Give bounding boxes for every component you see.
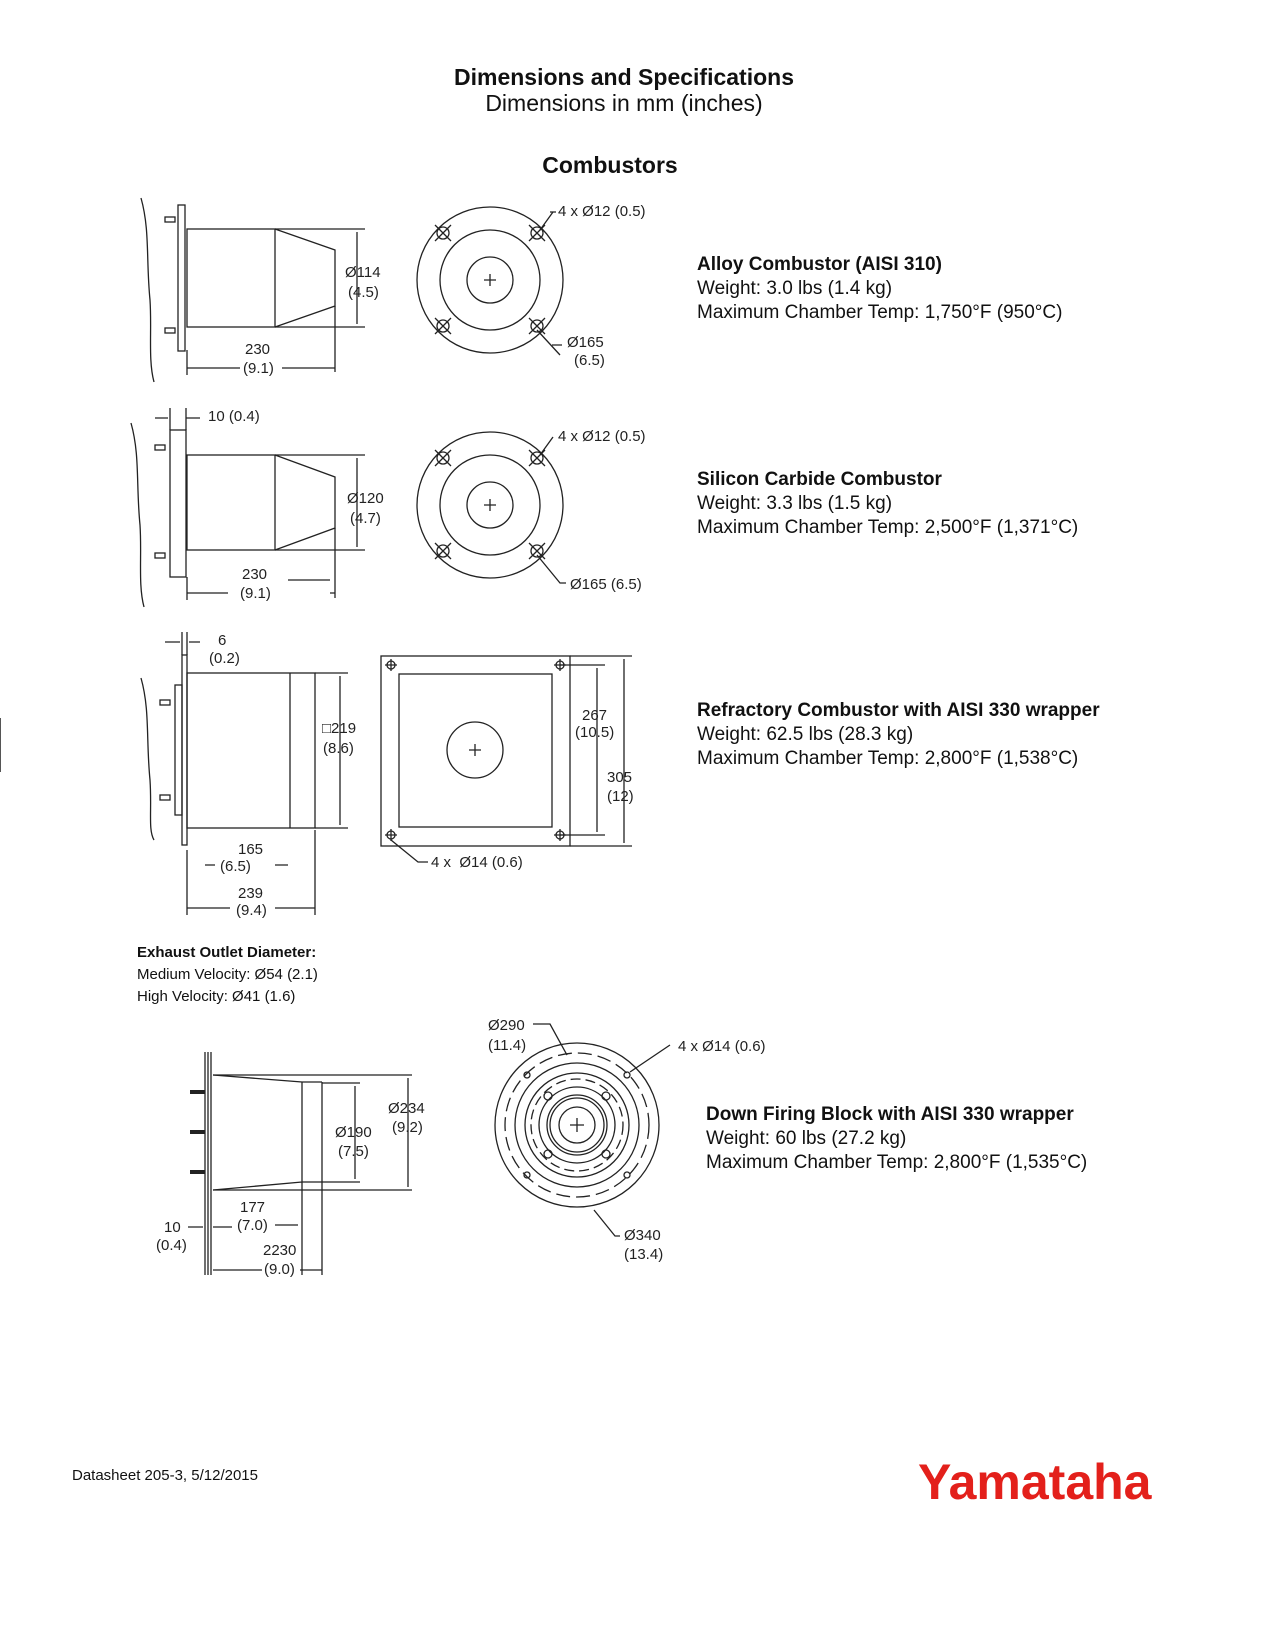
product-temp: Maximum Chamber Temp: 2,800°F (1,538°C) (697, 748, 1079, 769)
refractory-side-view (140, 632, 348, 915)
dim-label: 2230 (263, 1242, 297, 1259)
dim-label: 177 (240, 1199, 266, 1216)
dim-label: Ø120 (347, 490, 384, 507)
dim-label: (0.2) (209, 650, 240, 667)
dim-label: (4.5) (348, 284, 379, 301)
dim-label: 4 x Ø14 (0.6) (431, 854, 523, 871)
dim-label: (9.1) (240, 585, 271, 602)
dim-label: (9.2) (392, 1119, 423, 1136)
product-name: Refractory Combustor with AISI 330 wrapp… (697, 700, 1100, 721)
product-weight: Weight: 60 lbs (27.2 kg) (706, 1128, 907, 1149)
product-name: Down Firing Block with AISI 330 wrapper (706, 1104, 1074, 1125)
sic-side-view (130, 408, 365, 608)
sic-front-view (416, 431, 566, 584)
product-weight: Weight: 3.0 lbs (1.4 kg) (697, 278, 893, 299)
product-name: Alloy Combustor (AISI 310) (697, 254, 942, 275)
downfiring-front-view (494, 1023, 671, 1237)
dim-label: 230 (245, 341, 271, 358)
dim-label: (6.5) (574, 352, 605, 369)
dim-label: (7.0) (237, 1217, 268, 1234)
product-spec-alloy: Alloy Combustor (AISI 310) Weight: 3.0 l… (697, 253, 1062, 325)
dim-label: 305 (607, 769, 633, 786)
dim-label: (12) (607, 788, 634, 805)
alloy-front-view (416, 206, 564, 356)
dim-label: 4 x Ø12 (0.5) (558, 428, 646, 445)
exhaust-title: Exhaust Outlet Diameter: (137, 944, 317, 961)
refractory-front-view (380, 655, 632, 863)
downfiring-side-view (188, 1052, 412, 1275)
page-title: Dimensions and Specifications (454, 64, 794, 90)
dim-label: (9.0) (264, 1261, 295, 1278)
dim-label: Ø234 (388, 1100, 425, 1117)
product-name: Silicon Carbide Combustor (697, 469, 942, 490)
dim-label: 4 x Ø12 (0.5) (558, 203, 646, 220)
product-spec-refractory: Refractory Combustor with AISI 330 wrapp… (697, 699, 1100, 771)
dim-label: (10.5) (575, 724, 615, 741)
product-temp: Maximum Chamber Temp: 1,750°F (950°C) (697, 302, 1063, 323)
dim-label: (8.6) (323, 740, 354, 757)
dim-label: 4 x Ø14 (0.6) (678, 1038, 766, 1055)
dim-label: Ø114 (345, 264, 381, 281)
dim-label: Ø290 (488, 1017, 525, 1034)
dim-label: Ø165 (567, 334, 604, 351)
dim-label: Ø190 (335, 1124, 372, 1141)
dim-label: 10 (0.4) (208, 408, 260, 425)
dim-label: 6 (218, 632, 227, 649)
dim-label: (9.4) (236, 902, 267, 919)
dim-label: 267 (582, 707, 608, 724)
dim-label: (0.4) (156, 1237, 187, 1254)
page-edge-mark (0, 718, 1, 772)
product-temp: Maximum Chamber Temp: 2,800°F (1,535°C) (706, 1152, 1088, 1173)
dim-label: (9.1) (243, 360, 274, 377)
dim-label: 239 (238, 885, 264, 902)
product-weight: Weight: 62.5 lbs (28.3 kg) (697, 724, 914, 745)
dim-label: □219 (322, 720, 357, 737)
dim-label: 165 (238, 841, 264, 858)
dim-label: 230 (242, 566, 268, 583)
product-spec-downfiring: Down Firing Block with AISI 330 wrapper … (706, 1103, 1087, 1175)
datasheet-id: Datasheet 205-3, 5/12/2015 (72, 1467, 258, 1484)
section-title: Combustors (542, 152, 678, 178)
product-spec-sic: Silicon Carbide Combustor Weight: 3.3 lb… (697, 468, 1078, 540)
dim-label: 10 (164, 1219, 181, 1236)
dim-label: (7.5) (338, 1143, 369, 1160)
exhaust-medium: Medium Velocity: Ø54 (2.1) (137, 966, 318, 983)
dim-label: Ø165 (6.5) (570, 576, 642, 593)
exhaust-note: Exhaust Outlet Diameter: Medium Velocity… (137, 942, 318, 1008)
dim-label: (6.5) (220, 858, 251, 875)
dim-label: (11.4) (488, 1037, 527, 1054)
exhaust-high: High Velocity: Ø41 (1.6) (137, 988, 296, 1005)
product-weight: Weight: 3.3 lbs (1.5 kg) (697, 493, 893, 514)
dim-label: Ø340 (624, 1227, 661, 1244)
product-temp: Maximum Chamber Temp: 2,500°F (1,371°C) (697, 517, 1079, 538)
dim-label: (4.7) (350, 510, 381, 527)
page-subtitle: Dimensions in mm (inches) (485, 90, 763, 116)
alloy-side-view (140, 197, 365, 383)
dim-label: (13.4) (624, 1246, 664, 1263)
company-logo: Yamataha (918, 1454, 1152, 1510)
